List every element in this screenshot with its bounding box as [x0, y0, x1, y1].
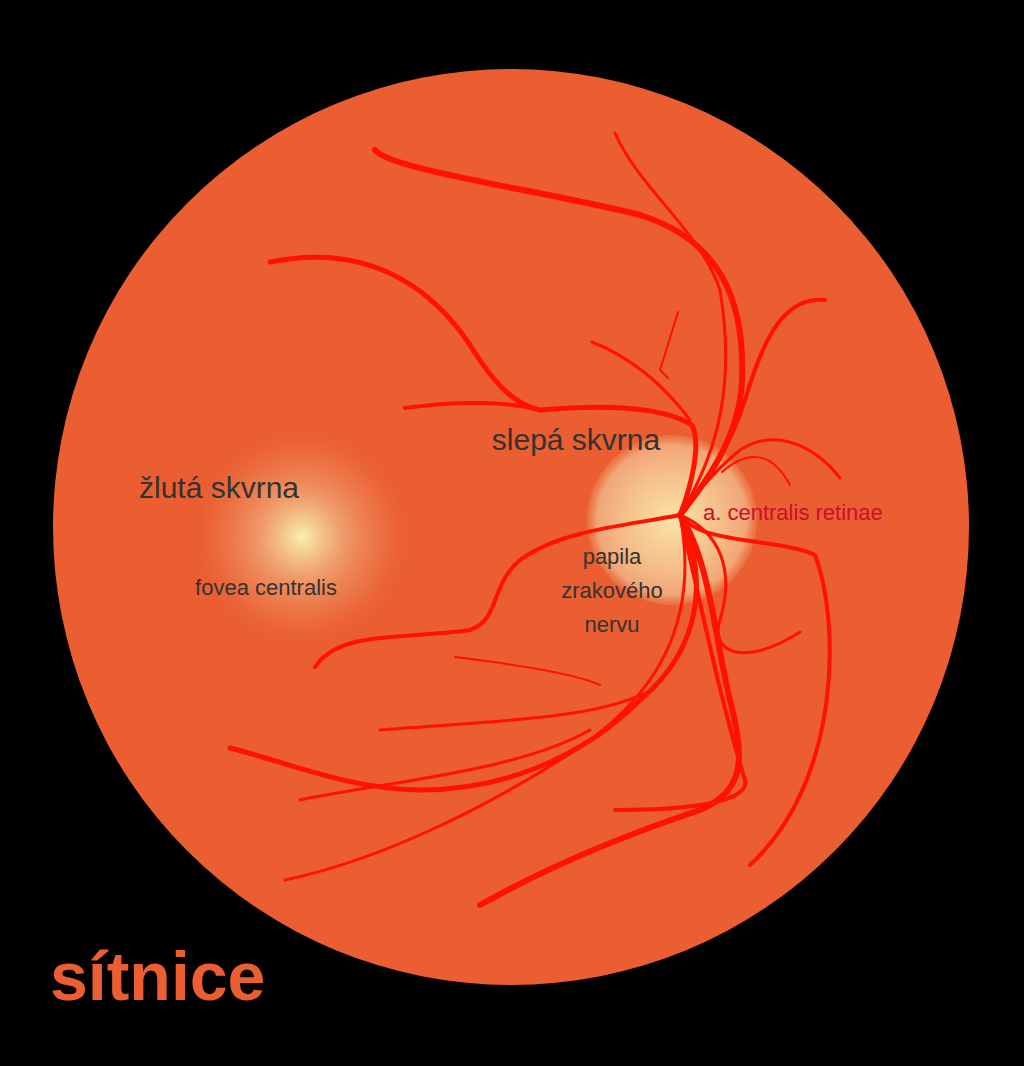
vessel	[380, 688, 655, 730]
region-label: papila zrakového nervu	[550, 540, 675, 642]
vessel	[455, 657, 600, 685]
vessel	[592, 342, 690, 420]
retina-disc	[53, 69, 969, 985]
region-label: fovea centralis	[195, 577, 337, 599]
region-label: žlutá skvrna	[139, 473, 299, 503]
title-holder: sítnice	[0, 0, 215, 68]
macula-spot: žlutá skvrnafovea centralis	[187, 422, 417, 652]
vessel	[300, 730, 590, 800]
vessel	[680, 300, 825, 515]
label-holder: a. centralis retinae	[0, 0, 180, 22]
macula-spot	[187, 422, 417, 652]
vessel	[405, 403, 540, 410]
artery-label: a. centralis retinae	[703, 502, 883, 524]
diagram-title: sítnice	[50, 942, 265, 1010]
macula-spot-fill	[187, 422, 417, 652]
region-label: slepá skvrna	[492, 425, 660, 455]
vessel	[660, 312, 678, 378]
